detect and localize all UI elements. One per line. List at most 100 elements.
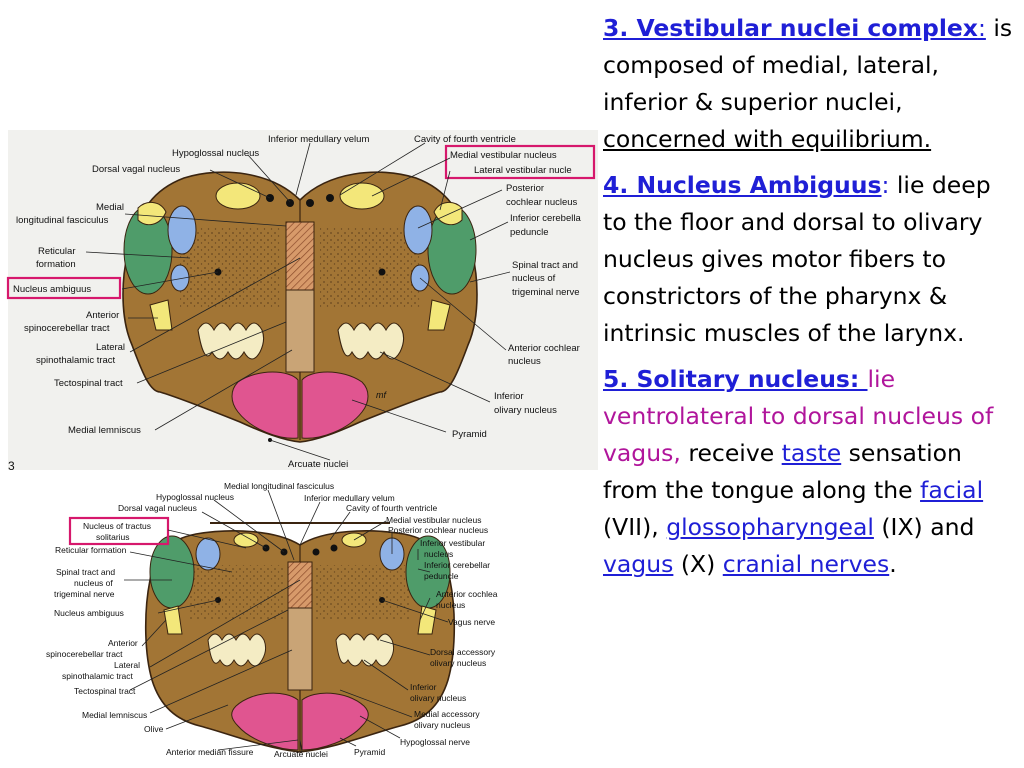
- label-hypoglossal-nucleus: Hypoglossal nucleus: [172, 148, 259, 159]
- brainstem-figures: mf Inferior me: [6, 130, 598, 759]
- text-column: 3. Vestibular nuclei complex: is compose…: [603, 10, 1018, 592]
- pyramid-left: [231, 371, 299, 439]
- label2-posterior-cochlear-nucleus: Posterior cochlear nucleus: [388, 525, 488, 535]
- label-medial-lemniscus: Medial lemniscus: [68, 425, 141, 436]
- label-anterior-cochlear-2: nucleus: [508, 356, 541, 367]
- label-medial-vestibular-nucleus: Medial vestibular nucleus: [450, 150, 557, 161]
- link-taste[interactable]: taste: [781, 439, 842, 467]
- label2-medial-lemniscus: Medial lemniscus: [82, 710, 147, 720]
- label2-nucleus-tractus-solitarius-2: solitarius: [96, 532, 130, 542]
- label-tectospinal-tract: Tectospinal tract: [54, 378, 123, 389]
- paragraph-solitary: 5. Solitary nucleus: lie ventrolateral t…: [603, 361, 1018, 583]
- label2-spinal-tract-3: trigeminal nerve: [54, 589, 115, 599]
- heading-nucleus-ambiguus[interactable]: 4. Nucleus Ambiguus: [603, 171, 882, 199]
- figure2-medulla: Medial longitudinal fasciculus Hypogloss…: [46, 481, 498, 759]
- label2-dorsal-accessory-2: olivary nucleus: [430, 658, 486, 668]
- label2-inferior-medullary-velum: Inferior medullary velum: [304, 493, 395, 503]
- label-inferior-cerebellar: Inferior cerebella: [510, 213, 581, 224]
- label-medial-longitudinal-2: longitudinal fasciculus: [16, 215, 109, 226]
- label-inferior-cerebellar-2: peduncle: [510, 227, 549, 238]
- label-inferior-olivary: Inferior: [494, 391, 524, 402]
- label-posterior-cochlear: Posterior: [506, 183, 544, 194]
- label2-reticular-formation: Reticular formation: [55, 545, 127, 555]
- label2-nucleus-ambiguus: Nucleus ambiguus: [54, 608, 124, 618]
- label-inferior-olivary-2: olivary nucleus: [494, 405, 557, 416]
- label-pyramid: Pyramid: [452, 429, 487, 440]
- label2-inferior-cerebellar-2: peduncle: [424, 571, 459, 581]
- label-spinal-tract: Spinal tract and: [512, 260, 578, 271]
- label2-anterior-spinocerebellar: Anterior: [108, 638, 138, 648]
- solitary-body-2: sensation from the tongue along the: [603, 439, 962, 504]
- label2-nucleus-tractus-solitarius: Nucleus of tractus: [83, 521, 151, 531]
- label-arcuate-nuclei: Arcuate nuclei: [288, 459, 348, 470]
- inferior-olivary-nucleus-left: [197, 322, 265, 360]
- label2-inferior-vestibular: Inferior vestibular: [420, 538, 485, 548]
- label-spinal-tract-3: trigeminal nerve: [512, 287, 580, 298]
- label2-tectospinal-tract: Tectospinal tract: [74, 686, 136, 696]
- label-cavity-fourth-ventricle: Cavity of fourth ventricle: [414, 134, 516, 145]
- label2-anterior-cochlea-2: nucleus: [436, 600, 465, 610]
- label2-pyramid: Pyramid: [354, 747, 385, 757]
- solitary-purple-text: lie ventrolateral to dorsal nucleus of v…: [603, 365, 994, 467]
- solitary-body-1: receive: [680, 439, 782, 467]
- label-lateral-spinothalamic-2: spinothalamic tract: [36, 355, 116, 366]
- label2-medial-longitudinal-fasciculus: Medial longitudinal fasciculus: [224, 481, 334, 491]
- label2-vagus-nerve: Vagus nerve: [448, 617, 495, 627]
- label2-inferior-cerebellar: Inferior cerebellar: [424, 560, 490, 570]
- label-dorsal-vagal-nucleus: Dorsal vagal nucleus: [92, 164, 180, 175]
- ambiguus-colon: :: [881, 171, 890, 199]
- highlight-box-tractus-solitarius: [68, 516, 170, 546]
- heading-vestibular-nuclei[interactable]: 3. Vestibular nuclei complex: [603, 14, 978, 42]
- label2-dorsal-accessory: Dorsal accessory: [430, 647, 496, 657]
- solitary-body-3: (VII),: [603, 513, 667, 541]
- solitary-body-6: .: [889, 550, 897, 578]
- label-lateral-spinothalamic: Lateral: [96, 342, 125, 353]
- vestibular-colon: :: [977, 14, 986, 42]
- label2-medial-accessory: Medial accessory: [414, 709, 480, 719]
- figure1-medulla: mf Inferior me: [6, 134, 596, 473]
- vestibular-equilibrium: concerned with equilibrium.: [603, 125, 932, 153]
- label2-inferior-olivary: Inferior: [410, 682, 437, 692]
- label-nucleus-ambiguus: Nucleus ambiguus: [13, 284, 91, 295]
- vestibular-body: is composed of medial, lateral, inferior…: [603, 14, 1013, 116]
- label2-cavity-fourth-ventricle: Cavity of fourth ventricle: [346, 503, 437, 513]
- label2-medial-accessory-2: olivary nucleus: [414, 720, 470, 730]
- link-vagus[interactable]: vagus: [603, 550, 674, 578]
- label2-medial-vestibular-nucleus: Medial vestibular nucleus: [386, 515, 481, 525]
- label-anterior-spinocerebellar-2: spinocerebellar tract: [24, 323, 110, 334]
- solitary-body-4: (IX) and: [873, 513, 975, 541]
- label2-lateral-spinothalamic-2: spinothalamic tract: [62, 671, 134, 681]
- highlight-box-vestibular: [444, 144, 596, 180]
- link-facial[interactable]: facial: [920, 476, 984, 504]
- highlight-box-nucleus-ambiguus: [6, 276, 122, 300]
- paragraph-vestibular: 3. Vestibular nuclei complex: is compose…: [603, 10, 1018, 158]
- figure1-artist-mark: mf: [376, 390, 387, 400]
- paragraph-ambiguus: 4. Nucleus Ambiguus: lie deep to the flo…: [603, 167, 1018, 352]
- label2-inferior-vestibular-2: nucleus: [424, 549, 453, 559]
- ambiguus-body: lie deep to the floor and dorsal to oliv…: [603, 171, 991, 347]
- label2-olive: Olive: [144, 724, 164, 734]
- label2-anterior-cochlea: Anterior cochlea: [436, 589, 498, 599]
- label2-dorsal-vagal-nucleus: Dorsal vagal nucleus: [118, 503, 197, 513]
- figure1-number: 3: [8, 459, 15, 473]
- link-cranial-nerves[interactable]: cranial nerves: [722, 550, 890, 578]
- label2-anterior-median-fissure: Anterior median fissure: [166, 747, 254, 757]
- label-posterior-cochlear-2: cochlear nucleus: [506, 197, 578, 208]
- label2-hypoglossal-nucleus: Hypoglossal nucleus: [156, 492, 234, 502]
- label2-spinal-tract-2: nucleus of: [74, 578, 113, 588]
- link-glossopharyngeal[interactable]: glossopharyngeal: [666, 513, 874, 541]
- heading-solitary-nucleus[interactable]: 5. Solitary nucleus:: [603, 365, 868, 393]
- label2-arcuate-nuclei: Arcuate nuclei: [274, 749, 328, 759]
- label2-anterior-spinocerebellar-2: spinocerebellar tract: [46, 649, 123, 659]
- label-anterior-cochlear: Anterior cochlear: [508, 343, 580, 354]
- label2-spinal-tract: Spinal tract and: [56, 567, 115, 577]
- label-medial-longitudinal: Medial: [96, 202, 124, 213]
- label-spinal-tract-2: nucleus of: [512, 273, 556, 284]
- label2-lateral-spinothalamic: Lateral: [114, 660, 140, 670]
- label-lateral-vestibular-nucleus: Lateral vestibular nucle: [474, 165, 572, 176]
- label2-hypoglossal-nerve: Hypoglossal nerve: [400, 737, 470, 747]
- inferior-olivary-nucleus-right: [337, 322, 405, 360]
- label-anterior-spinocerebellar: Anterior: [86, 310, 119, 321]
- solitary-body-5: (X): [673, 550, 723, 578]
